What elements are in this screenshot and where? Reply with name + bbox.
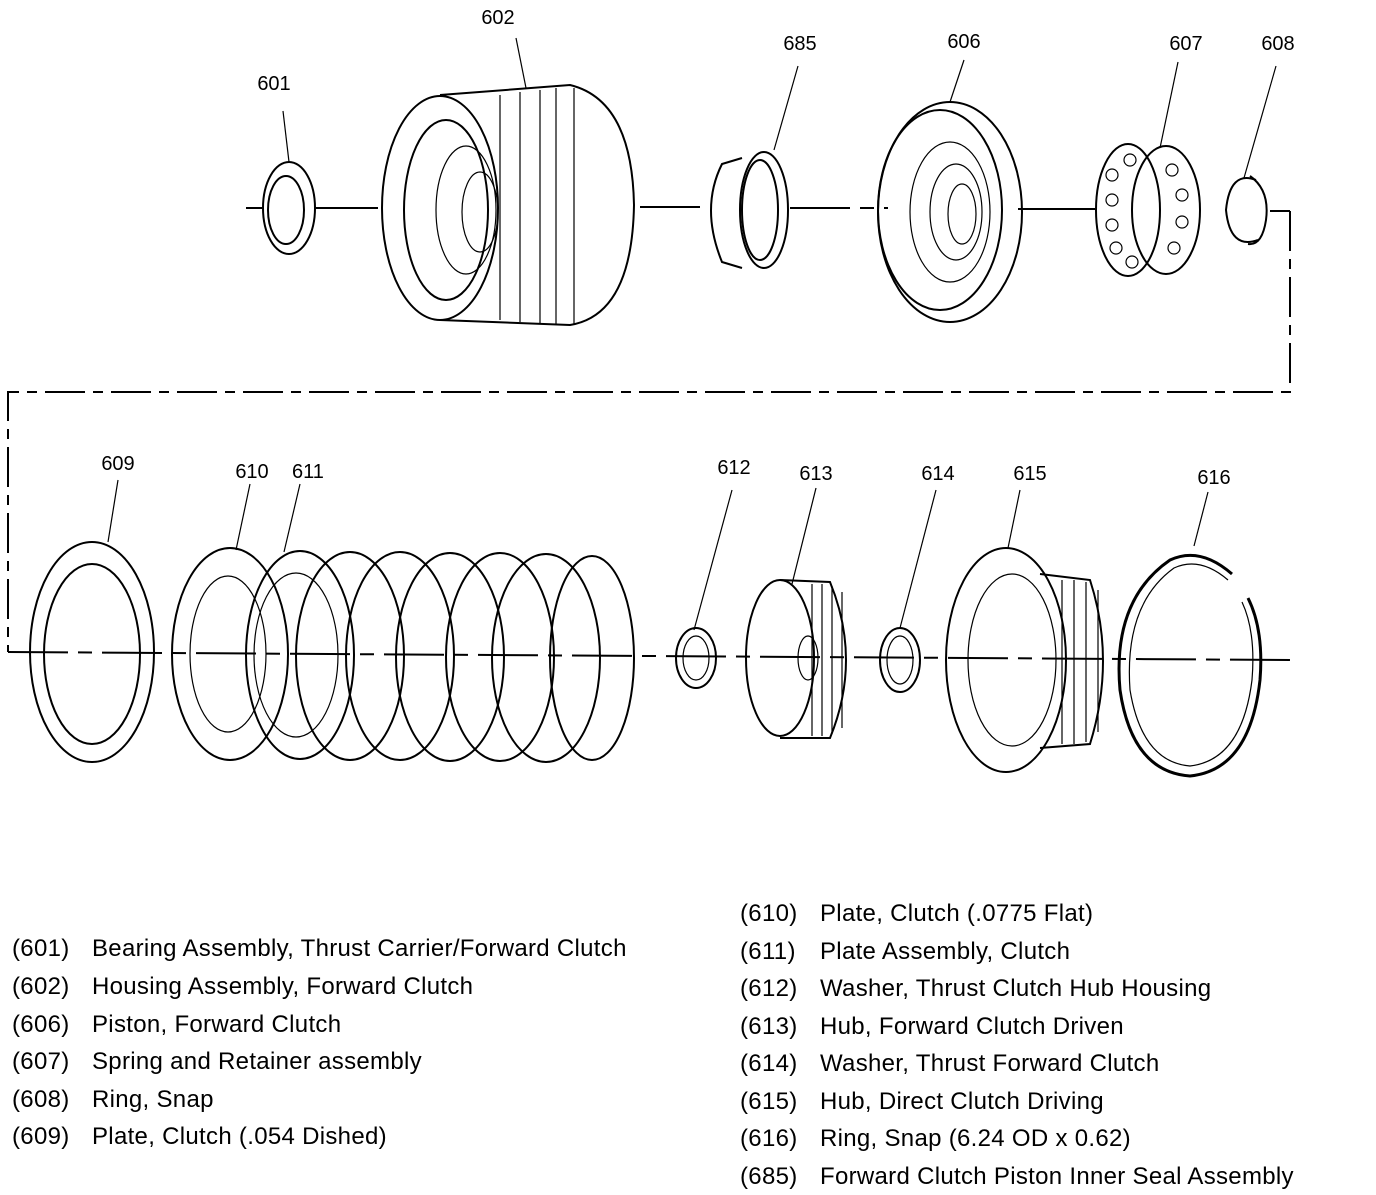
legend-item: (612)Washer, Thrust Clutch Hub Housing — [740, 970, 1370, 1008]
callout-616: 616 — [1197, 467, 1230, 489]
legend-part-description: Piston, Forward Clutch — [92, 1006, 341, 1044]
callout-615: 615 — [1013, 463, 1046, 485]
legend-part-description: Spring and Retainer assembly — [92, 1043, 422, 1081]
callout-608: 608 — [1261, 33, 1294, 55]
legend-part-description: Hub, Direct Clutch Driving — [820, 1083, 1104, 1121]
legend-item: (685)Forward Clutch Piston Inner Seal As… — [740, 1158, 1370, 1195]
legend-item: (609)Plate, Clutch (.054 Dished) — [12, 1118, 652, 1156]
part-601-bearing: 601 — [257, 73, 315, 254]
legend-item: (616)Ring, Snap (6.24 OD x 0.62) — [740, 1120, 1370, 1158]
callout-613: 613 — [799, 463, 832, 485]
callout-606: 606 — [947, 31, 980, 53]
legend-part-description: Washer, Thrust Forward Clutch — [820, 1045, 1159, 1083]
exploded-view-diagram: 601 602 685 606 — [0, 0, 1376, 890]
legend-part-number: (685) — [740, 1158, 820, 1195]
legend-item: (611)Plate Assembly, Clutch — [740, 933, 1370, 971]
legend-item: (608)Ring, Snap — [12, 1081, 652, 1119]
legend-part-description: Ring, Snap (6.24 OD x 0.62) — [820, 1120, 1131, 1158]
legend-part-description: Plate, Clutch (.054 Dished) — [92, 1118, 387, 1156]
callout-611: 611 — [292, 461, 324, 483]
part-685-inner-seal: 685 — [711, 33, 817, 268]
legend-part-description: Hub, Forward Clutch Driven — [820, 1008, 1124, 1046]
legend-part-number: (613) — [740, 1008, 820, 1046]
parts-legend-left: (601)Bearing Assembly, Thrust Carrier/Fo… — [12, 931, 652, 1156]
part-612-thrust-washer: 612 — [676, 457, 751, 688]
callout-607: 607 — [1169, 33, 1202, 55]
part-607-spring-retainer: 607 — [1096, 33, 1203, 276]
top-row-axis — [246, 207, 1290, 211]
legend-part-description: Bearing Assembly, Thrust Carrier/Forward… — [92, 934, 627, 964]
callout-614: 614 — [921, 463, 954, 485]
callout-612: 612 — [717, 457, 750, 479]
legend-part-number: (602) — [12, 968, 92, 1006]
legend-item: (602)Housing Assembly, Forward Clutch — [12, 968, 652, 1006]
legend-part-description: Plate Assembly, Clutch — [820, 933, 1070, 971]
legend-item: (610)Plate, Clutch (.0775 Flat) — [740, 895, 1370, 933]
callout-609: 609 — [101, 453, 134, 475]
legend-item: (613)Hub, Forward Clutch Driven — [740, 1008, 1370, 1046]
callout-685: 685 — [783, 33, 816, 55]
legend-part-number: (611) — [740, 933, 820, 971]
legend-part-description: Housing Assembly, Forward Clutch — [92, 968, 473, 1006]
legend-part-description: Plate, Clutch (.0775 Flat) — [820, 895, 1093, 933]
legend-item: (614)Washer, Thrust Forward Clutch — [740, 1045, 1370, 1083]
legend-part-number: (615) — [740, 1083, 820, 1121]
legend-item: (601)Bearing Assembly, Thrust Carrier/Fo… — [12, 934, 652, 964]
part-602-housing: 602 — [382, 7, 634, 325]
legend-item: (607)Spring and Retainer assembly — [12, 1043, 652, 1081]
part-615-driving-hub: 615 — [946, 463, 1103, 772]
legend-part-description: Washer, Thrust Clutch Hub Housing — [820, 970, 1211, 1008]
part-613-driven-hub: 613 — [746, 463, 846, 738]
callout-610: 610 — [235, 461, 268, 483]
part-616-snap-ring: 616 — [1119, 467, 1261, 776]
part-606-piston: 606 — [878, 31, 1022, 322]
legend-part-number: (616) — [740, 1120, 820, 1158]
legend-item: (606)Piston, Forward Clutch — [12, 1006, 652, 1044]
legend-part-number: (608) — [12, 1081, 92, 1119]
legend-part-description: Forward Clutch Piston Inner Seal Assembl… — [820, 1158, 1294, 1195]
part-608-snap-ring: 608 — [1226, 33, 1295, 244]
legend-part-number: (612) — [740, 970, 820, 1008]
legend-part-number: (614) — [740, 1045, 820, 1083]
legend-part-number: (610) — [740, 895, 820, 933]
legend-part-description: Ring, Snap — [92, 1081, 214, 1119]
callout-601: 601 — [257, 73, 290, 95]
part-609-clutch-plate-dished: 609 — [30, 453, 154, 762]
part-610-611-clutch-plate-stack: 610 611 — [172, 461, 634, 762]
legend-part-number: (607) — [12, 1043, 92, 1081]
callout-602: 602 — [481, 7, 514, 29]
parts-legend-right: (610)Plate, Clutch (.0775 Flat)(611)Plat… — [740, 895, 1370, 1195]
legend-item: (615)Hub, Direct Clutch Driving — [740, 1083, 1370, 1121]
legend-part-number: (601) — [12, 934, 92, 964]
legend-part-number: (609) — [12, 1118, 92, 1156]
legend-part-number: (606) — [12, 1006, 92, 1044]
